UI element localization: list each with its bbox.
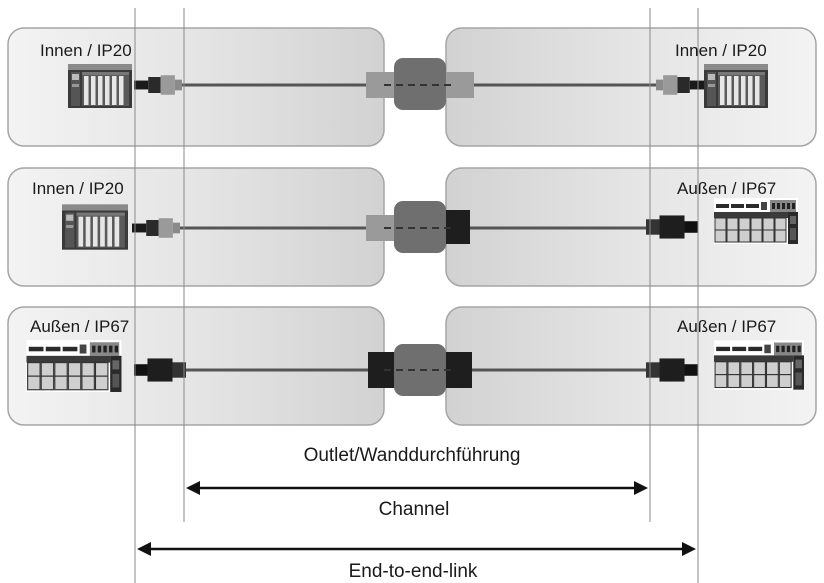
row-2-left-label: Innen / IP20: [32, 179, 124, 198]
outlet-caption: Outlet/Wanddurchführung: [303, 445, 521, 466]
row-2-coupler-icon: [366, 201, 470, 253]
row-1-right-label: Innen / IP20: [675, 41, 767, 60]
end-to-end-arrow: [137, 542, 696, 556]
row-3-left-device-ip67-io-module-icon: [25, 340, 123, 392]
row-3-coupler-icon: [368, 344, 472, 396]
row-1: [7, 27, 817, 147]
row-1-right-device-ip20-controller-icon: [704, 64, 768, 108]
row-2-right-label: Außen / IP67: [677, 179, 777, 198]
reference-lines: [134, 8, 699, 583]
row-2-left-device-ip20-controller-icon: [62, 204, 128, 250]
row-3: [7, 306, 817, 426]
row-3-right-device-ip67-io-module-icon: [714, 340, 804, 390]
channel-caption: Channel: [378, 499, 450, 520]
row-3-left-label: Außen / IP67: [30, 317, 130, 336]
row-1-left-label: Innen / IP20: [40, 41, 132, 60]
row-3-right-label: Außen / IP67: [677, 317, 777, 336]
row-2: [7, 167, 817, 287]
row-1-left-device-ip20-controller-icon: [68, 64, 132, 108]
end-to-end-caption: End-to-end-link: [348, 561, 478, 582]
row-1-coupler-icon: [366, 58, 474, 110]
row-2-right-device-ip67-io-module-icon: [714, 198, 798, 244]
channel-arrow: [186, 481, 648, 495]
